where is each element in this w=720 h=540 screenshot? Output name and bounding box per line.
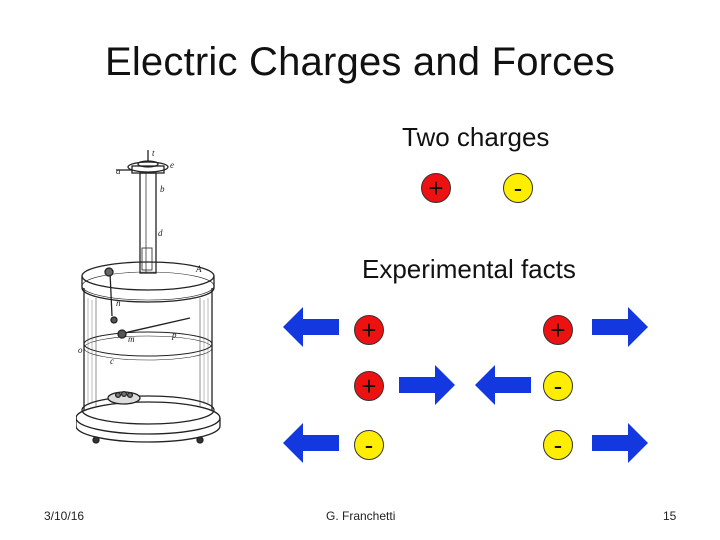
label-c: c <box>110 356 114 366</box>
arrow-right-icon <box>592 423 648 463</box>
footer-page-number: 15 <box>663 509 677 523</box>
arrow-right-icon <box>592 307 648 347</box>
label-p: p <box>171 330 177 340</box>
row2-left-charge: + <box>354 371 384 401</box>
arrow-left-icon <box>475 365 531 405</box>
row2-right-charge: - <box>543 371 573 401</box>
charge-negative: - <box>503 173 533 203</box>
row1-left-charge: + <box>354 315 384 345</box>
label-e: e <box>170 160 174 170</box>
label-A: A <box>195 264 202 274</box>
label-o: o <box>78 345 83 355</box>
row1-right-charge: + <box>543 315 573 345</box>
label-b: b <box>160 184 165 194</box>
arrow-left-icon <box>283 423 339 463</box>
label-a: a <box>116 166 121 176</box>
charge-positive: + <box>421 173 451 203</box>
label-t: t <box>152 148 155 158</box>
row3-right-charge: - <box>543 430 573 460</box>
two-charges-heading: Two charges <box>402 122 550 152</box>
row3-left-charge: - <box>354 430 384 460</box>
arrow-left-icon <box>283 307 339 347</box>
experimental-facts-heading: Experimental facts <box>362 254 576 284</box>
slide-title: Electric Charges and Forces <box>104 40 616 84</box>
label-m: m <box>128 334 135 344</box>
footer-date: 3/10/16 <box>44 509 85 523</box>
arrow-right-icon <box>399 365 455 405</box>
footer-author: G. Franchetti <box>326 509 396 523</box>
label-n: n <box>116 298 121 308</box>
label-d: d <box>158 228 163 238</box>
torsion-balance-illustration: t a e b d A n m o p c <box>76 148 221 444</box>
